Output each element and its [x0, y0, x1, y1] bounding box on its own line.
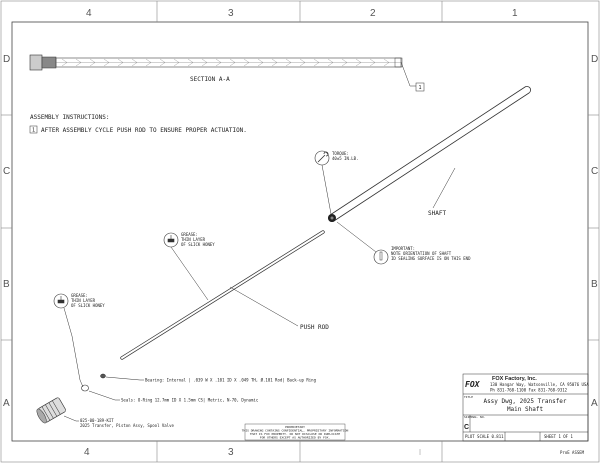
company-address: 130 Hangar Way, Watsonville, CA 95076 US…	[490, 382, 589, 387]
drawing-title-1: Assy Dwg, 2025 Transfer	[483, 398, 566, 405]
proprietary-line-1: PROPRIETARY	[285, 425, 305, 429]
important-line-2: NOTE ORIENTATION OF SHAFT	[391, 251, 452, 256]
important-leader	[336, 221, 377, 253]
proprietary-box	[244, 423, 346, 441]
part-description: 2025 Transfer, Piston Assy, Spool Valve	[80, 423, 175, 428]
zone-col-2-top: 2	[370, 8, 376, 19]
zone-row-c-left: C	[3, 166, 10, 177]
proprietary-line-4: FOR OTHERS EXCEPT AS AUTHORIZED BY FOX.	[260, 436, 331, 440]
title-label: TITLE	[464, 395, 473, 399]
zone-row-d-left: D	[3, 54, 10, 65]
zone-row-c-right: C	[591, 166, 598, 177]
piston-assembly-part	[36, 397, 66, 424]
seals-leader	[88, 390, 120, 401]
grease-rod-line-3: OF SLICK HONEY	[181, 242, 215, 247]
step-number-box	[29, 125, 38, 134]
bearing-ring-part	[100, 373, 106, 379]
grease-seal-line-2: THIN LAYER	[71, 298, 96, 303]
bearing-leader	[105, 376, 144, 381]
grease-seal-line-1: GREASE:	[71, 293, 88, 298]
push-rod-leader	[229, 286, 299, 327]
torque-line-2: 40±5 IN.LB.	[332, 156, 359, 161]
zone-col-4-top: 4	[86, 8, 92, 19]
zone-row-a-left: A	[3, 398, 10, 409]
plot-scale: PLOT SCALE 0.811	[465, 434, 504, 439]
important-line-1: IMPORTANT:	[391, 246, 415, 251]
grease-seal-icon	[53, 293, 69, 309]
fox-logo: FOX	[465, 380, 481, 389]
size-label: SIZE	[464, 415, 471, 419]
shaft-leader	[432, 167, 456, 209]
step-number: 1	[32, 128, 35, 134]
important-line-3: ID SEALING SURFACE IS ON THIS END	[391, 256, 471, 261]
proprietary-line-3: THAT IS FOX PROPERTY. DO NOT DISCLOSE OR…	[250, 432, 341, 436]
zone-col-3-top: 3	[228, 8, 234, 19]
zone-row-b-right: B	[591, 279, 598, 290]
title-block	[462, 373, 589, 442]
push-rod-part	[120, 230, 325, 360]
zone-row-d-right: D	[591, 54, 598, 65]
assembly-heading: ASSEMBLY INSTRUCTIONS:	[30, 114, 109, 121]
step-text: AFTER ASSEMBLY CYCLE PUSH ROD TO ENSURE …	[41, 127, 247, 134]
grease-rod-line-2: THIN LAYER	[181, 237, 206, 242]
torque-line-1: TORQUE:	[332, 151, 349, 156]
balloon-number: 1	[419, 85, 422, 91]
shaft-label: SHAFT	[428, 210, 446, 217]
grease-seal-leader	[63, 307, 84, 388]
bearing-note: Bearing: Internal | .039 W X .101 ID X .…	[145, 378, 317, 383]
zone-col-4-bottom: 4	[84, 447, 90, 458]
sheet-number: SHEET 1 OF 1	[544, 434, 573, 439]
section-view	[29, 54, 416, 87]
push-rod-label: PUSH ROD	[300, 324, 329, 331]
torque-leader	[321, 164, 332, 215]
zone-row-a-right: A	[591, 398, 598, 409]
size-value: C	[464, 424, 469, 431]
zone-col-1-top: 1	[512, 8, 518, 19]
drawing-title-2: Main Shaft	[507, 406, 544, 413]
dwg-no-label: DWG. NO.	[471, 415, 486, 419]
grease-rod-line-1: GREASE:	[181, 232, 198, 237]
o-ring-part	[81, 384, 89, 392]
section-label: SECTION A-A	[190, 76, 230, 83]
grease-seal-line-3: OF SLICK HONEY	[71, 303, 105, 308]
seals-note: Seals: O-Ring 12.7mm ID X 1.5mm CS| Metr…	[121, 398, 259, 403]
zone-col-3-bottom: 3	[228, 447, 234, 458]
zone-row-b-left: B	[3, 279, 10, 290]
grease-rod-leader	[170, 246, 209, 301]
important-exclamation-icon	[373, 249, 389, 265]
proe-label: ProE ASSEM	[560, 450, 585, 455]
part-leader	[63, 415, 79, 422]
balloon-box	[415, 82, 425, 92]
shaft-part	[328, 86, 531, 222]
part-number: 025-00-189-KIT	[80, 418, 114, 423]
company-phone: Ph 831-768-1100 Fax 831-768-9312	[490, 388, 568, 393]
proprietary-line-2: THIS DRAWING CONTAINS CONFIDENTIAL, PROP…	[242, 429, 349, 433]
company-name: FOX Factory, Inc.	[492, 376, 537, 382]
